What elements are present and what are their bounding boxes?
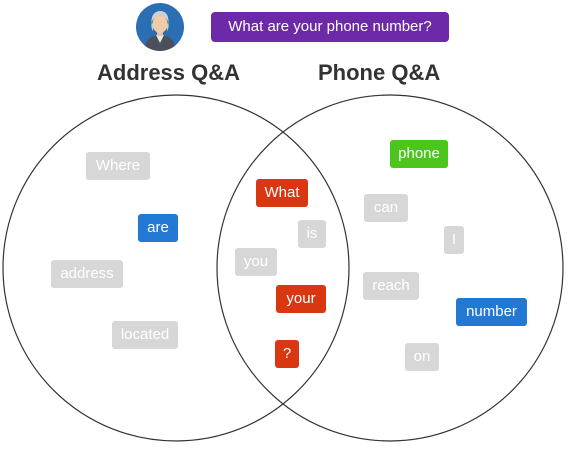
word-chip-located: located: [112, 321, 178, 349]
word-chip-are: are: [138, 214, 178, 242]
word-chip-number: number: [456, 298, 527, 326]
word-chip-can: can: [364, 194, 408, 222]
word-chip-i: I: [444, 226, 464, 254]
user-avatar-icon: [136, 3, 184, 51]
word-chip-your: your: [276, 285, 326, 313]
word-chip-is: is: [298, 220, 326, 248]
word-chip-question-mark: ?: [275, 340, 299, 368]
question-bubble: What are your phone number?: [211, 12, 449, 42]
word-chip-where: Where: [86, 152, 150, 180]
phone-set-circle: [216, 94, 564, 442]
address-set-circle: [2, 94, 350, 442]
word-chip-you: you: [235, 248, 277, 276]
word-chip-reach: reach: [363, 272, 419, 300]
word-chip-what: What: [256, 179, 308, 207]
word-chip-on: on: [405, 343, 439, 371]
address-set-title: Address Q&A: [97, 60, 241, 85]
word-chip-phone: phone: [390, 140, 448, 168]
word-chip-address: address: [51, 260, 123, 288]
phone-set-title: Phone Q&A: [318, 60, 441, 85]
